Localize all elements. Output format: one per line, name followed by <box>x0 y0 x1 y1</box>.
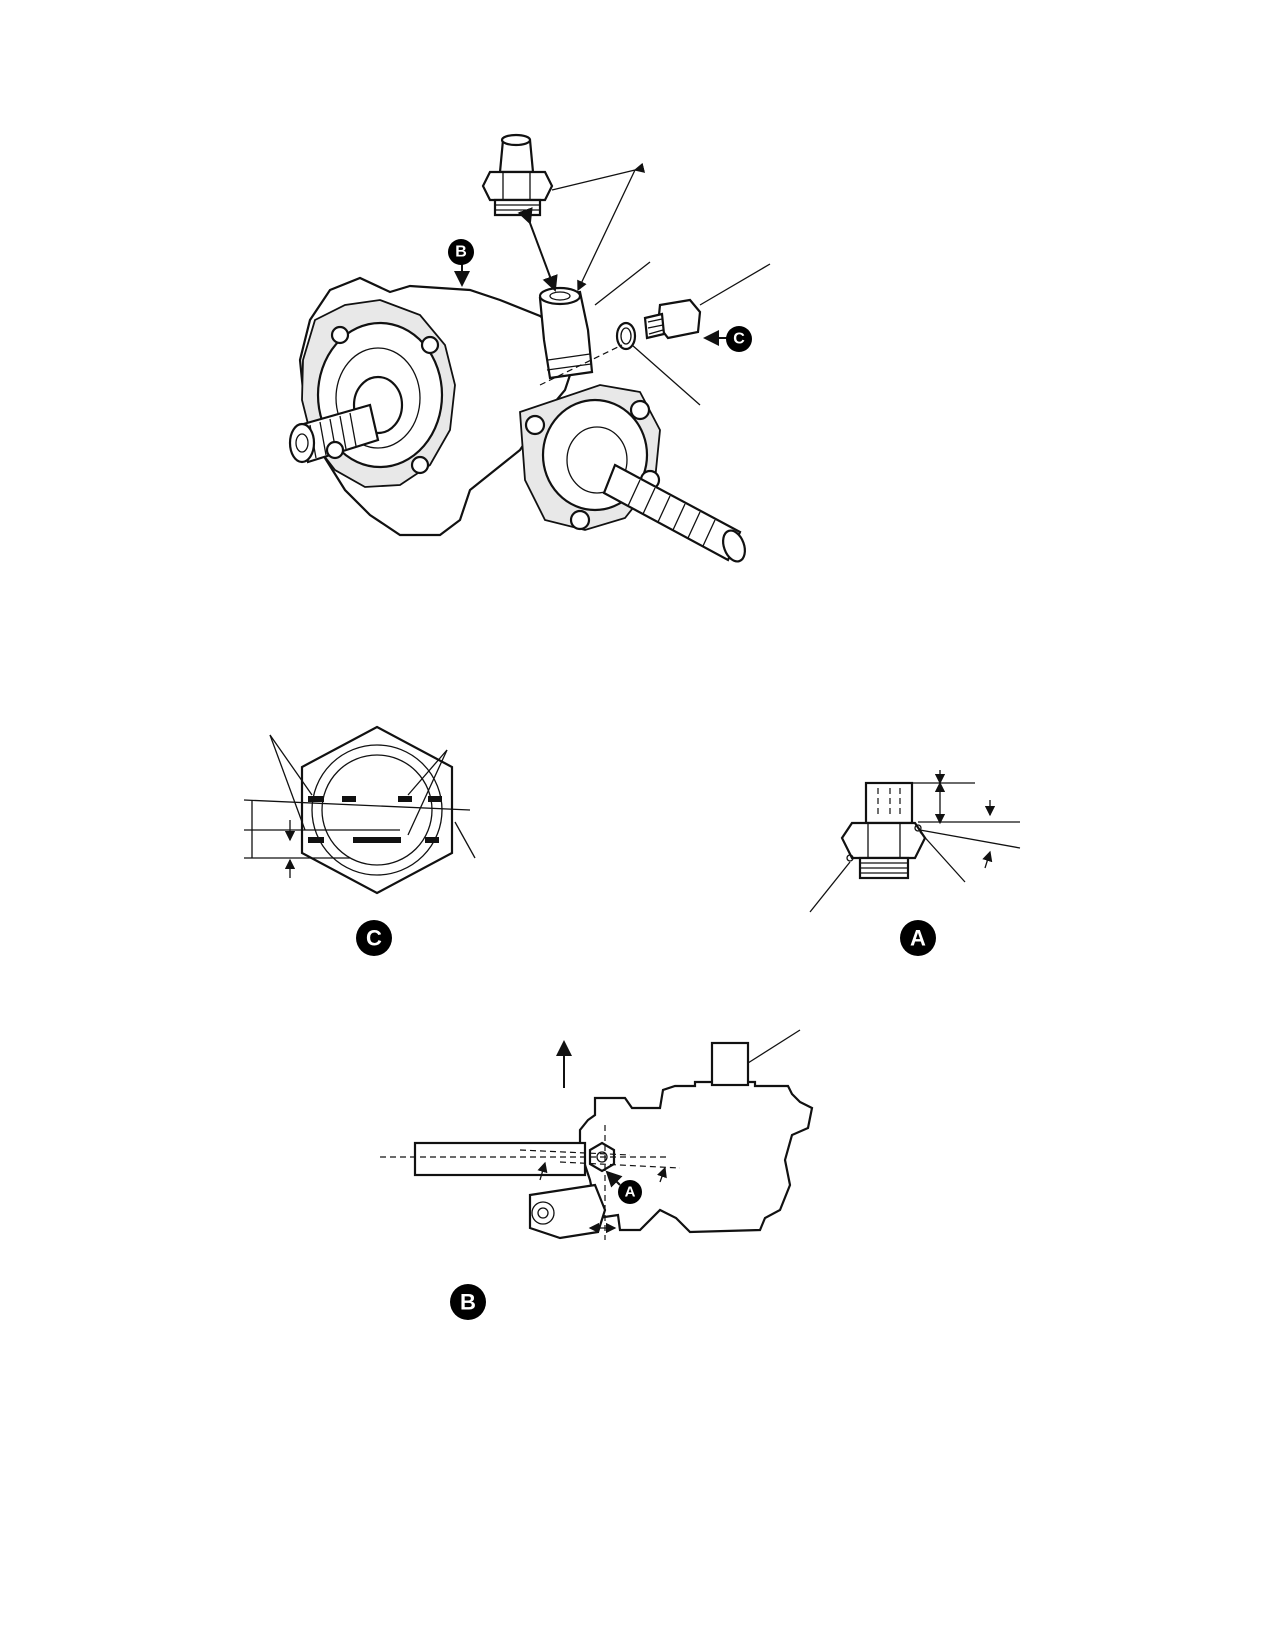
flange-bolt <box>325 440 345 460</box>
callout-b-detail: B <box>450 1284 486 1320</box>
detail-a-breather-side <box>809 770 1021 913</box>
svg-text:A: A <box>625 1184 636 1201</box>
sealing-washer <box>615 321 637 351</box>
svg-text:A: A <box>910 926 926 951</box>
flange-bolt <box>420 335 440 355</box>
cover-bolt <box>524 414 546 436</box>
output-shaft-end <box>722 529 746 563</box>
callout-c-top: C <box>726 326 752 352</box>
flange-bolt <box>330 325 350 345</box>
input-shaft-end <box>288 422 316 464</box>
side-input-shaft <box>413 1141 587 1177</box>
detail-b-side-elevation <box>380 1029 814 1240</box>
svg-text:B: B <box>455 244 467 261</box>
callout-a-side: A <box>618 1180 642 1204</box>
callout-a-detail: A <box>900 920 936 956</box>
leader-lines-top <box>454 162 771 406</box>
drain-plug-assembly <box>615 298 702 351</box>
callout-b-top: B <box>448 239 474 265</box>
flange-bolt <box>410 455 430 475</box>
callout-c-detail: C <box>356 920 392 956</box>
svg-text:B: B <box>460 1290 476 1315</box>
gearbox-exploded-view <box>288 276 746 563</box>
cover-bolt <box>629 399 651 421</box>
breather-stub <box>710 1041 750 1087</box>
svg-text:C: C <box>366 926 382 951</box>
svg-text:C: C <box>733 331 745 348</box>
output-shaft <box>602 463 742 562</box>
detail-c-hex-view <box>243 725 476 895</box>
breather-plug <box>481 133 554 217</box>
cover-bolt <box>569 509 591 531</box>
breather-boss <box>538 290 594 380</box>
mounting-ear <box>528 1183 607 1240</box>
